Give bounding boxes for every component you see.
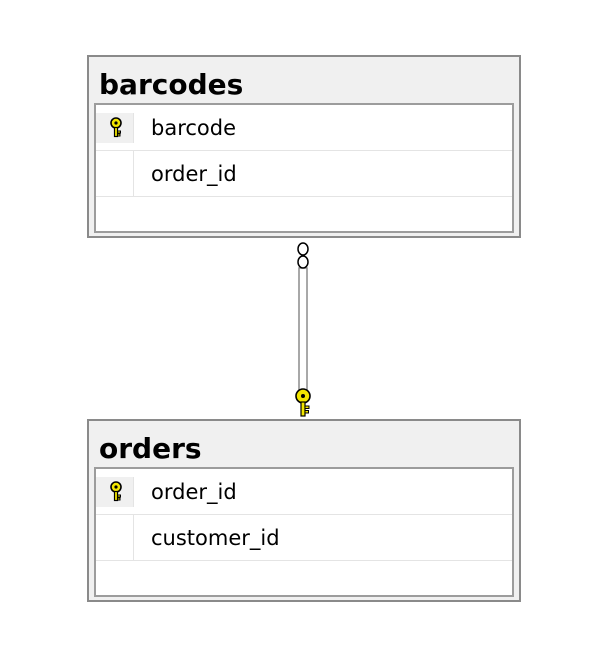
key-icon bbox=[295, 388, 311, 417]
infinity-icon bbox=[297, 242, 309, 269]
table-title[interactable]: barcodes bbox=[99, 68, 244, 101]
column-row[interactable]: barcode bbox=[96, 105, 512, 151]
table-barcodes[interactable]: barcodes barcode order_id bbox=[87, 55, 521, 238]
table-title[interactable]: orders bbox=[99, 432, 202, 465]
column-name[interactable]: order_id bbox=[151, 480, 237, 504]
column-row[interactable]: customer_id bbox=[96, 515, 512, 561]
table-orders[interactable]: orders order_id customer_id bbox=[87, 419, 521, 602]
empty-column-row[interactable] bbox=[96, 561, 512, 595]
column-name[interactable]: customer_id bbox=[151, 526, 280, 550]
row-selector[interactable] bbox=[96, 515, 134, 560]
row-selector[interactable] bbox=[96, 151, 134, 196]
key-icon bbox=[110, 481, 122, 502]
column-grid: order_id customer_id bbox=[94, 467, 514, 597]
column-grid: barcode order_id bbox=[94, 103, 514, 233]
column-name[interactable]: order_id bbox=[151, 162, 237, 186]
column-row[interactable]: order_id bbox=[96, 469, 512, 515]
row-selector[interactable] bbox=[96, 477, 134, 507]
column-row[interactable]: order_id bbox=[96, 151, 512, 197]
row-selector[interactable] bbox=[96, 113, 134, 143]
column-name[interactable]: barcode bbox=[151, 116, 237, 140]
key-icon bbox=[110, 117, 122, 138]
empty-column-row[interactable] bbox=[96, 197, 512, 231]
